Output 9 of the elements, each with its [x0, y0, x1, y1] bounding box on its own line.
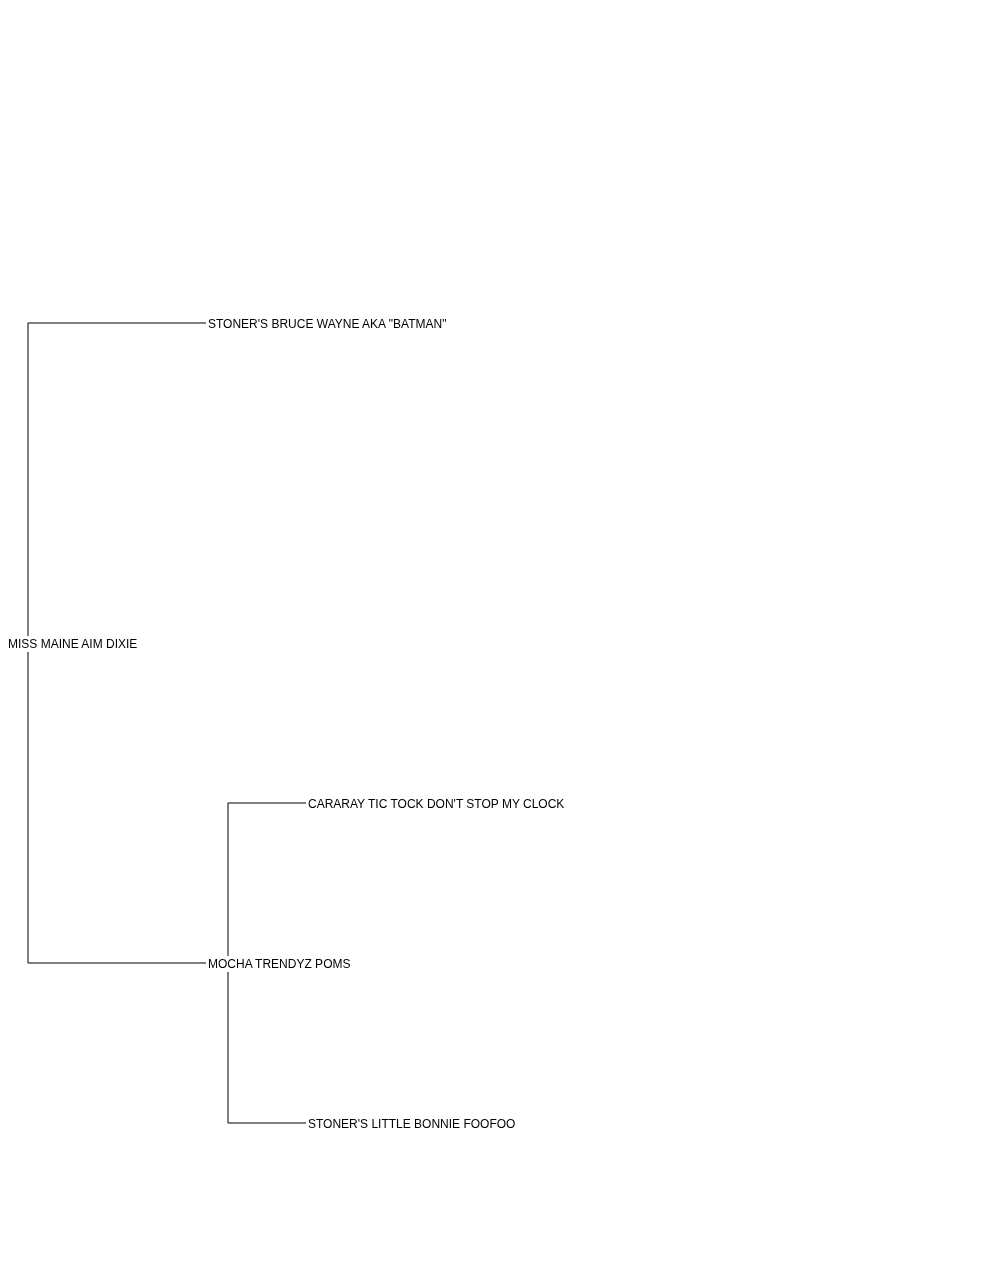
pedigree-name: MOCHA TRENDYZ POMS: [206, 956, 353, 972]
pedigree-name: MISS MAINE AIM DIXIE: [6, 636, 140, 652]
pedigree-name: CARARAY TIC TOCK DON'T STOP MY CLOCK: [306, 796, 567, 812]
pedigree-name: STONER'S BRUCE WAYNE AKA "BATMAN": [206, 316, 449, 332]
pedigree-line: [27, 322, 207, 637]
pedigree-line: [27, 651, 207, 964]
pedigree-name: STONER'S LITTLE BONNIE FOOFOO: [306, 1116, 518, 1132]
pedigree-line: [227, 802, 307, 957]
pedigree-line: [227, 971, 307, 1124]
